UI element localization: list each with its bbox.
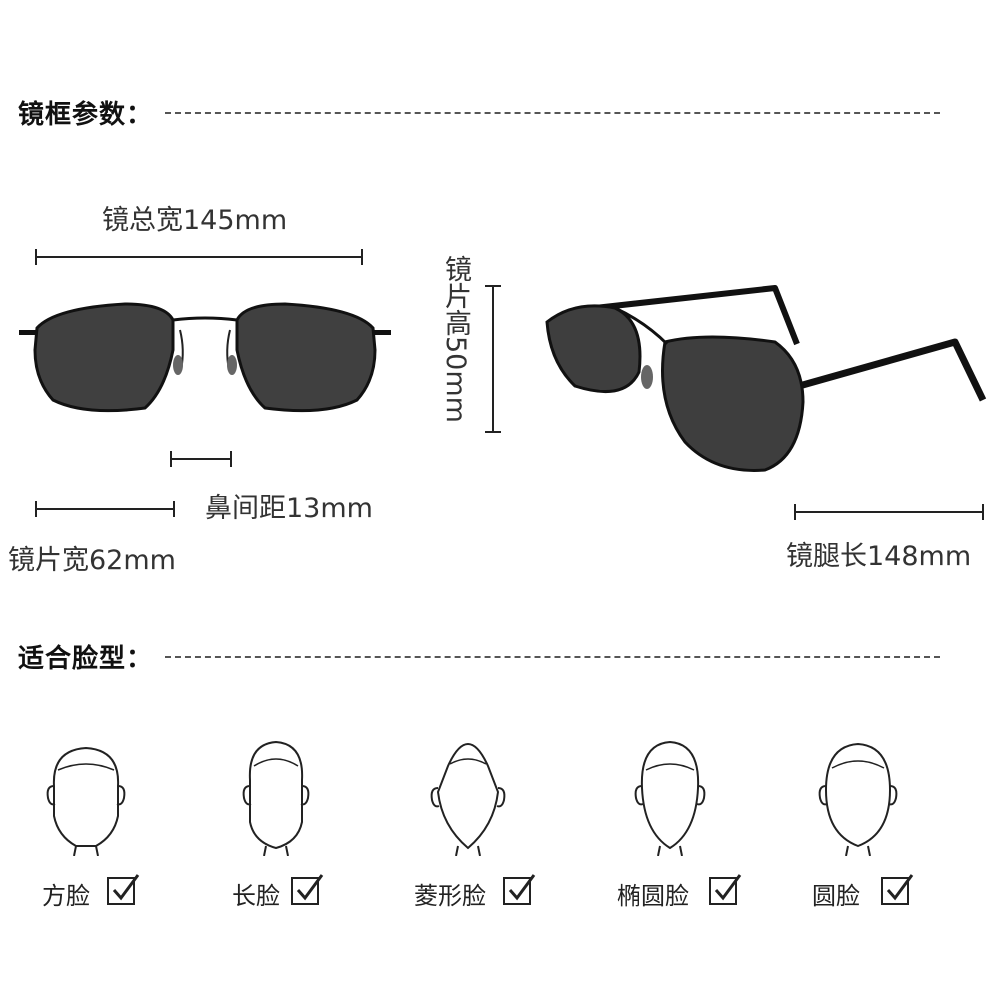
bridge-line — [170, 451, 232, 467]
diamond-face-icon — [430, 742, 506, 856]
square-face-icon — [46, 746, 126, 856]
checkbox-checked-icon — [107, 874, 140, 905]
oval-face-icon — [634, 740, 706, 856]
face-label-oval: 椭圆脸 — [617, 882, 689, 910]
temple-length-label: 镜腿长148mm — [786, 541, 972, 572]
checkbox-checked-icon — [291, 874, 324, 905]
checkbox-checked-icon — [503, 874, 536, 905]
face-label-square: 方脸 — [42, 882, 90, 910]
glasses-front-image — [19, 302, 391, 413]
bridge-label: 鼻间距13mm — [205, 493, 373, 524]
round-face-icon — [818, 742, 898, 856]
face-label-long: 长脸 — [232, 882, 280, 910]
lens-width-label: 镜片宽62mm — [8, 545, 176, 576]
checkbox-checked-icon — [709, 874, 742, 905]
face-label-diamond: 菱形脸 — [414, 882, 486, 910]
total-width-label: 镜总宽145mm — [102, 205, 288, 236]
checkbox-checked-icon — [881, 874, 914, 905]
section-divider — [165, 112, 940, 114]
face-label-round: 圆脸 — [812, 882, 860, 910]
lens-width-line — [35, 501, 175, 517]
face-types-title: 适合脸型： — [18, 644, 154, 674]
temple-length-line — [794, 504, 984, 520]
frame-params-title: 镜框参数： — [18, 100, 154, 130]
lens-height-label: 镜片高50mm — [440, 255, 471, 423]
lens-height-line — [485, 285, 501, 433]
section-divider — [165, 656, 940, 658]
total-width-line — [35, 249, 363, 265]
glasses-side-image — [545, 285, 987, 472]
long-face-icon — [242, 740, 310, 856]
